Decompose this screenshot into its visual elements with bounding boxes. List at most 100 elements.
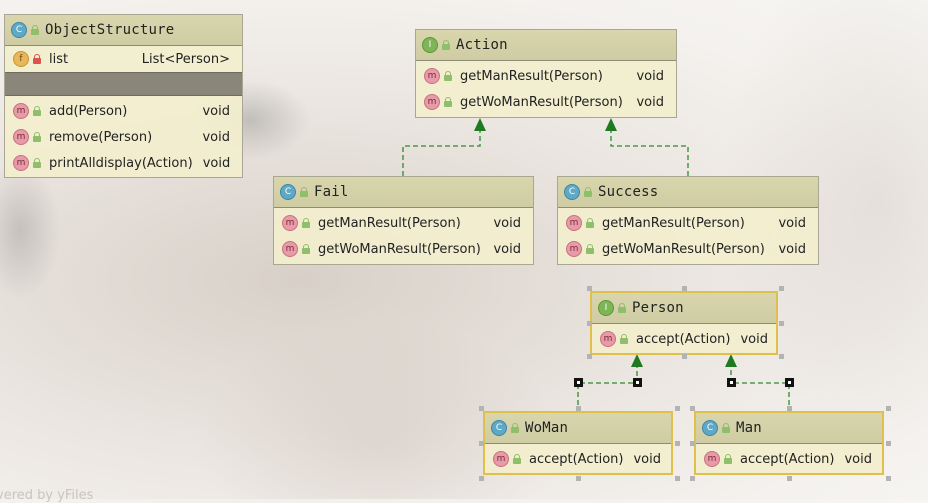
class-badge-icon: C xyxy=(564,184,580,200)
method-row[interactable]: m getWoManResult(Person) void xyxy=(274,236,533,262)
resize-handle[interactable] xyxy=(675,476,680,481)
method-type: void xyxy=(633,451,661,467)
resize-handle[interactable] xyxy=(675,441,680,446)
class-badge-icon: C xyxy=(11,22,27,38)
method-row[interactable]: m add(Person) void xyxy=(5,98,242,124)
resize-handle[interactable] xyxy=(886,441,891,446)
resize-handle[interactable] xyxy=(779,354,784,359)
method-type: void xyxy=(493,215,521,231)
resize-handle[interactable] xyxy=(886,406,891,411)
method-row[interactable]: m accept(Action) void xyxy=(485,446,671,472)
resize-handle[interactable] xyxy=(779,286,784,291)
section-divider xyxy=(5,72,242,96)
resize-handle[interactable] xyxy=(587,354,592,359)
public-lock-icon xyxy=(618,303,626,313)
private-lock-icon xyxy=(33,54,41,64)
resize-handle[interactable] xyxy=(587,321,592,326)
edge-bend-handle[interactable] xyxy=(633,378,642,387)
yfiles-watermark: vered by yFiles xyxy=(0,488,94,503)
class-badge-icon: C xyxy=(702,420,718,436)
resize-handle[interactable] xyxy=(690,476,695,481)
resize-handle[interactable] xyxy=(682,354,687,359)
method-row[interactable]: m getManResult(Person) void xyxy=(416,63,676,89)
resize-handle[interactable] xyxy=(479,441,484,446)
class-header: C WoMan xyxy=(485,413,671,444)
method-name: accept(Action) xyxy=(529,451,624,467)
edge-woman-person xyxy=(577,366,638,413)
method-row[interactable]: m getWoManResult(Person) void xyxy=(416,89,676,115)
method-list: m accept(Action) void xyxy=(592,324,776,354)
method-name: getManResult(Person) xyxy=(318,215,461,231)
resize-handle[interactable] xyxy=(886,476,891,481)
edge-bend-handle[interactable] xyxy=(574,378,583,387)
resize-handle[interactable] xyxy=(675,406,680,411)
method-type: void xyxy=(778,215,806,231)
class-man[interactable]: C Man m accept(Action) void xyxy=(694,411,884,475)
edge-bend-handle[interactable] xyxy=(785,378,794,387)
method-type: void xyxy=(844,451,872,467)
public-lock-icon xyxy=(511,423,519,433)
public-lock-icon xyxy=(620,334,628,344)
public-lock-icon xyxy=(300,187,308,197)
method-name: printAlldisplay(Action) xyxy=(49,155,193,171)
resize-handle[interactable] xyxy=(779,321,784,326)
method-row[interactable]: m getManResult(Person) void xyxy=(274,210,533,236)
class-name: Person xyxy=(632,300,684,316)
method-type: void xyxy=(636,68,664,84)
method-name: remove(Person) xyxy=(49,129,153,145)
resize-handle[interactable] xyxy=(787,476,792,481)
resize-handle[interactable] xyxy=(690,441,695,446)
method-row[interactable]: m getWoManResult(Person) void xyxy=(558,236,818,262)
method-list: m add(Person) void m remove(Person) void… xyxy=(5,96,242,178)
resize-handle[interactable] xyxy=(576,406,581,411)
public-lock-icon xyxy=(33,106,41,116)
class-objectstructure[interactable]: C ObjectStructure f list List<Person> m … xyxy=(4,14,243,178)
edge-bend-handle[interactable] xyxy=(727,378,736,387)
interface-person[interactable]: I Person m accept(Action) void xyxy=(590,291,778,355)
method-badge-icon: m xyxy=(13,129,29,145)
public-lock-icon xyxy=(722,423,730,433)
public-lock-icon xyxy=(724,454,732,464)
class-badge-icon: C xyxy=(280,184,296,200)
method-badge-icon: m xyxy=(704,451,720,467)
resize-handle[interactable] xyxy=(479,476,484,481)
edge-fail-action xyxy=(402,130,481,176)
method-type: void xyxy=(493,241,521,257)
method-list: m getManResult(Person) void m getWoManRe… xyxy=(558,208,818,264)
method-name: getManResult(Person) xyxy=(602,215,745,231)
resize-handle[interactable] xyxy=(690,406,695,411)
method-name: getWoManResult(Person) xyxy=(460,94,623,110)
method-list: m accept(Action) void xyxy=(485,444,671,474)
resize-handle[interactable] xyxy=(787,406,792,411)
class-name: Success xyxy=(598,184,659,200)
public-lock-icon xyxy=(584,187,592,197)
resize-handle[interactable] xyxy=(587,286,592,291)
method-name: getWoManResult(Person) xyxy=(602,241,765,257)
public-lock-icon xyxy=(586,218,594,228)
public-lock-icon xyxy=(586,244,594,254)
method-badge-icon: m xyxy=(282,241,298,257)
method-row[interactable]: m accept(Action) void xyxy=(592,326,776,352)
field-row[interactable]: f list List<Person> xyxy=(5,46,242,72)
method-badge-icon: m xyxy=(424,94,440,110)
field-badge-icon: f xyxy=(13,51,29,67)
class-header: C ObjectStructure xyxy=(5,15,242,46)
class-success[interactable]: C Success m getManResult(Person) void m … xyxy=(557,176,819,265)
resize-handle[interactable] xyxy=(682,286,687,291)
resize-handle[interactable] xyxy=(479,406,484,411)
edge-success-action xyxy=(610,130,689,176)
class-fail[interactable]: C Fail m getManResult(Person) void m get… xyxy=(273,176,534,265)
resize-handle[interactable] xyxy=(576,476,581,481)
field-type: List<Person> xyxy=(141,51,230,67)
method-row[interactable]: m printAlldisplay(Action) void xyxy=(5,150,242,176)
method-row[interactable]: m remove(Person) void xyxy=(5,124,242,150)
method-row[interactable]: m getManResult(Person) void xyxy=(558,210,818,236)
method-list: m getManResult(Person) void m getWoManRe… xyxy=(416,61,676,117)
interface-action[interactable]: I Action m getManResult(Person) void m g… xyxy=(415,29,677,118)
method-row[interactable]: m accept(Action) void xyxy=(696,446,882,472)
class-woman[interactable]: C WoMan m accept(Action) void xyxy=(483,411,673,475)
class-header: I Person xyxy=(592,293,776,324)
method-name: accept(Action) xyxy=(636,331,731,347)
class-header: C Fail xyxy=(274,177,533,208)
